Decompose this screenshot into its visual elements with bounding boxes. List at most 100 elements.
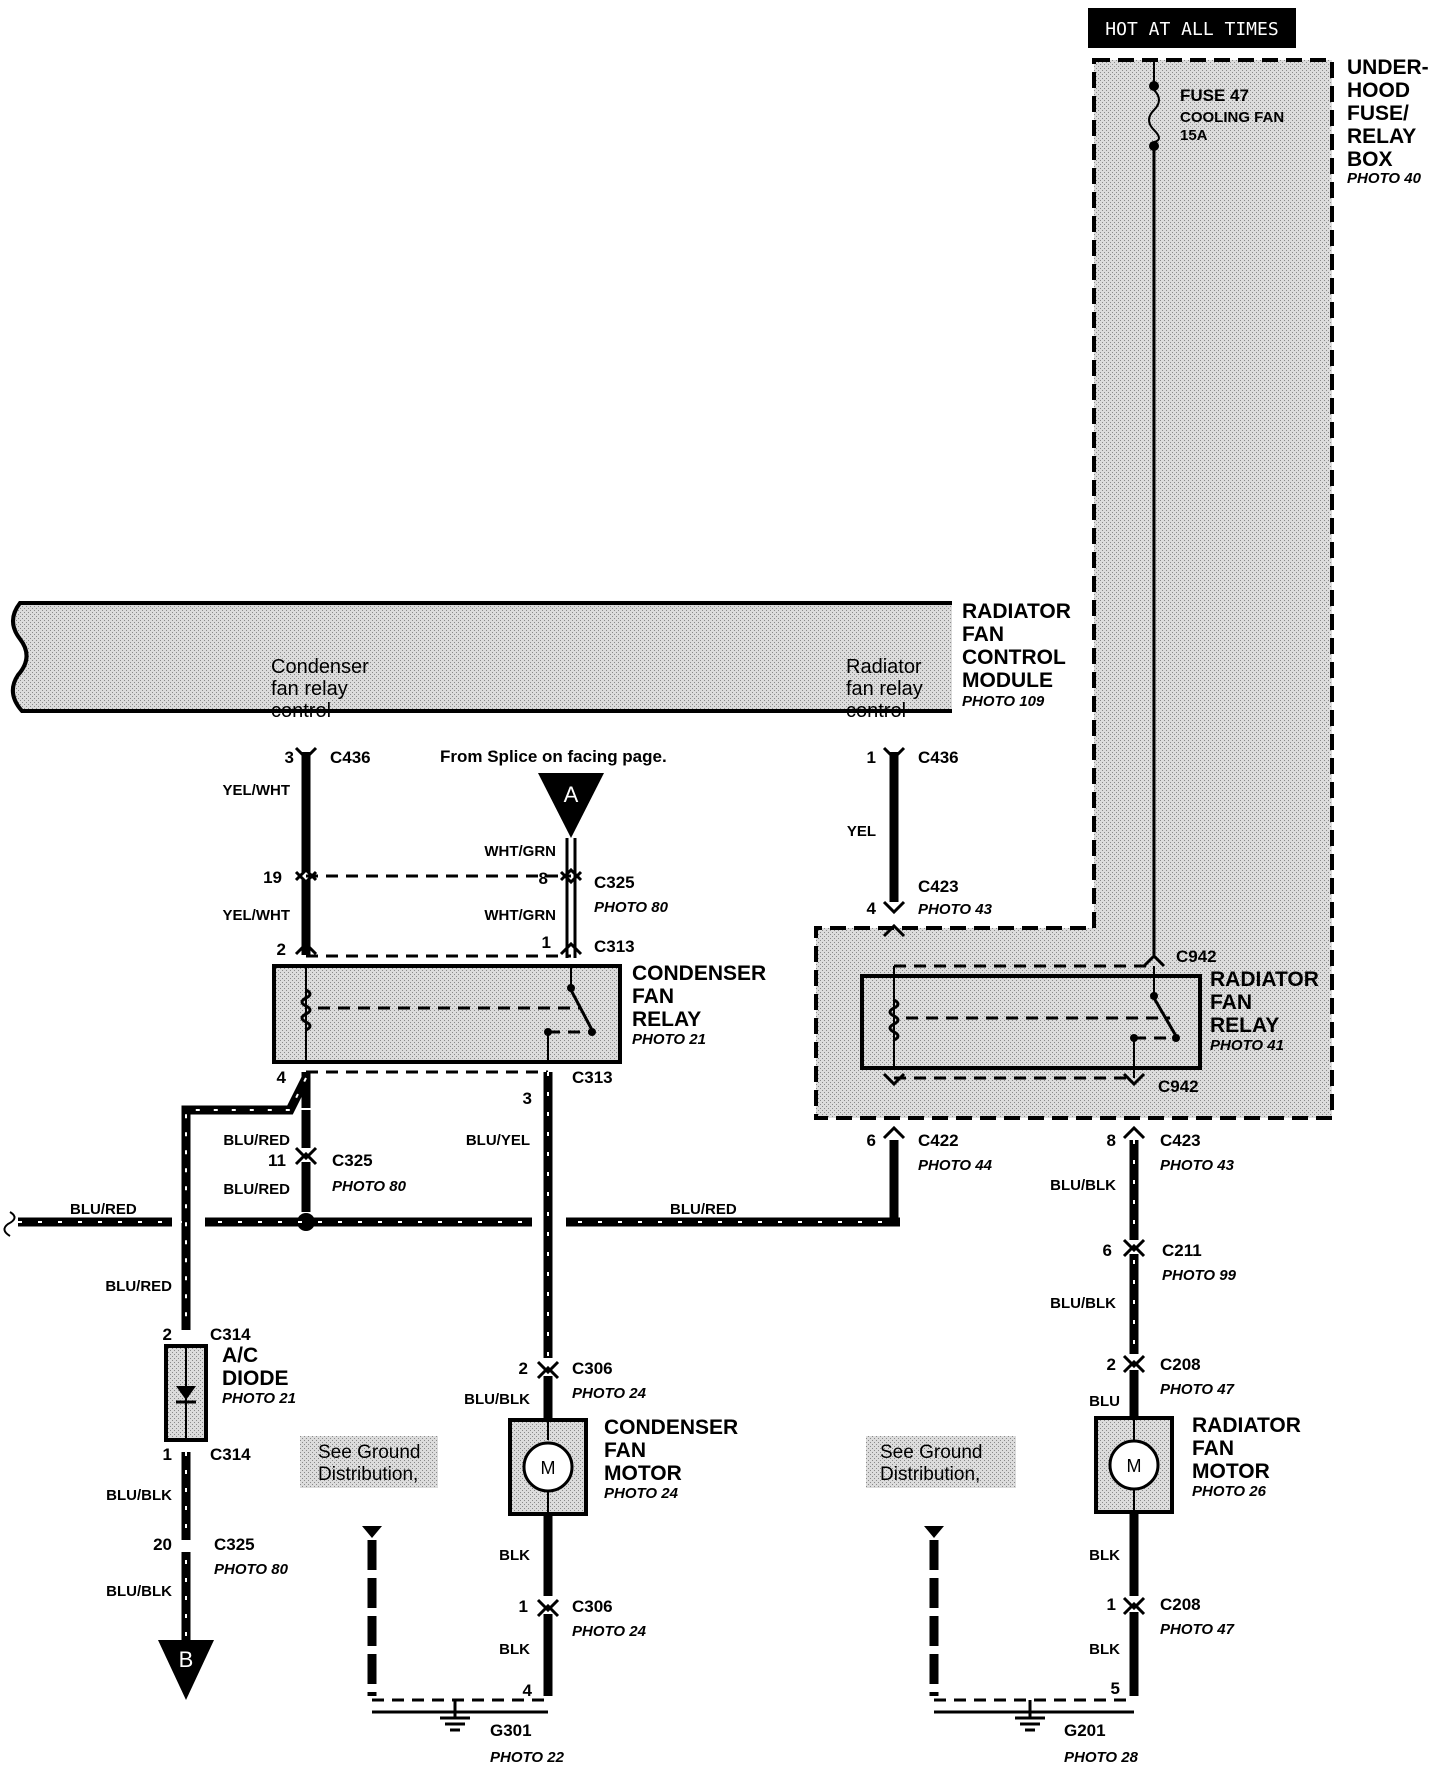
fuse-47-name: FUSE 47	[1180, 86, 1249, 105]
wire-label-yel: YEL	[847, 823, 876, 840]
c423-top-pin: 4	[867, 899, 877, 918]
c314-bot-name: C314	[210, 1445, 251, 1464]
hot-at-all-times-label: HOT AT ALL TIMES	[1088, 8, 1296, 48]
c306-top-photo: PHOTO 24	[572, 1385, 647, 1402]
ground-left-photo: PHOTO 22	[490, 1749, 565, 1766]
wire-blu-red-bus	[3, 1211, 900, 1237]
condenser-fan-relay	[272, 964, 622, 1064]
wire-label-blk-3: BLK	[1089, 1547, 1120, 1564]
c314-top-name: C314	[210, 1325, 251, 1344]
fuse-47-icon	[1148, 60, 1160, 151]
motor-symbol-icon: M	[522, 1420, 574, 1514]
ground-right-photo: PHOTO 28	[1064, 1749, 1139, 1766]
splice-a-marker: A	[538, 773, 604, 838]
c313-top-name: C313	[594, 937, 635, 956]
wire-label-blu-red-2: BLU/RED	[223, 1181, 290, 1198]
fuse-box-photo: PHOTO 40	[1347, 170, 1422, 187]
c306-bot-photo: PHOTO 24	[572, 1623, 647, 1640]
ground-left-name: G301	[490, 1721, 532, 1740]
underhood-fuse-relay-box	[814, 58, 1334, 1120]
svg-text:HOT AT ALL TIMES: HOT AT ALL TIMES	[1105, 19, 1278, 40]
c208-bot-pin: 1	[1107, 1595, 1116, 1614]
c313-top-pin: 1	[542, 933, 551, 952]
ground-right-triangle-icon	[924, 1526, 944, 1538]
wire-label-blu-blk-1: BLU/BLK	[106, 1487, 172, 1504]
c325-bot-pin: 20	[153, 1535, 172, 1554]
c325-top-name: C325	[594, 873, 635, 892]
condenser-relay-title: CONDENSER FAN RELAY	[632, 962, 772, 1031]
ground-left-pin: 4	[523, 1681, 533, 1700]
wire-label-blu-blk-3: BLU/BLK	[464, 1391, 530, 1408]
ground-right-symbol-icon	[1015, 1700, 1045, 1732]
c208-top-connector	[1122, 1354, 1146, 1374]
c313-bot-pin: 3	[523, 1089, 532, 1108]
c423-bot-pin: 8	[1107, 1131, 1116, 1150]
wire-label-blu-red-4: BLU/RED	[670, 1201, 737, 1218]
c208-bot-photo: PHOTO 47	[1160, 1621, 1235, 1638]
wire-label-blu-blk-5: BLU/BLK	[1050, 1295, 1116, 1312]
svg-text:See Ground Distribution,: See Ground Distribution,	[318, 1442, 426, 1485]
c422-pin: 6	[867, 1131, 876, 1150]
connector-chevrons-left	[294, 746, 583, 956]
c208-bot-name: C208	[1160, 1595, 1201, 1614]
wire-label-yel-wht-2: YEL/WHT	[223, 907, 291, 924]
c325-mid-photo: PHOTO 80	[332, 1178, 407, 1195]
condenser-motor-title: CONDENSER FAN MOTOR	[604, 1416, 744, 1485]
radiator-relay-photo: PHOTO 41	[1210, 1037, 1284, 1054]
c306-bot-name: C306	[572, 1597, 613, 1616]
c314-top-pin: 2	[163, 1325, 172, 1344]
wire-label-wht-grn-1: WHT/GRN	[484, 843, 556, 860]
condenser-relay-photo: PHOTO 21	[632, 1031, 706, 1048]
c208-bot-connector	[1122, 1596, 1146, 1616]
c306-top-connector	[536, 1360, 560, 1380]
svg-text:M: M	[1127, 1456, 1142, 1476]
wire-label-blu-blk-4: BLU/BLK	[1050, 1177, 1116, 1194]
fuse-47-desc: COOLING FAN	[1180, 109, 1284, 126]
svg-text:See Ground Distribution,: See Ground Distribution,	[880, 1442, 988, 1485]
c436-right-pin: 1	[867, 748, 876, 767]
svg-text:A: A	[564, 782, 579, 807]
c208-top-name: C208	[1160, 1355, 1201, 1374]
c325-mid-connector	[294, 1146, 318, 1166]
c436-left-pin: 3	[285, 748, 294, 767]
radiator-relay-internals-icon	[888, 966, 1180, 1078]
c211-name: C211	[1162, 1241, 1202, 1260]
fuse-box-title: UNDER- HOOD FUSE/ RELAY BOX	[1347, 56, 1435, 171]
svg-text:B: B	[179, 1647, 194, 1672]
ground-note-left: See Ground Distribution,	[300, 1436, 438, 1488]
wire-label-blk-4: BLK	[1089, 1641, 1120, 1658]
c436-right-connector	[882, 746, 1166, 968]
c211-connector	[1122, 1238, 1146, 1258]
c942-bot-connector	[882, 1072, 1146, 1140]
c325-mid-name: C325	[332, 1151, 373, 1170]
c422-name: C422	[918, 1131, 959, 1150]
c942-bot-name: C942	[1158, 1077, 1199, 1096]
wire-blu-red-c422	[889, 1140, 900, 1227]
radiator-fan-relay	[860, 974, 1202, 1070]
c313-top-left-pin: 2	[277, 940, 286, 959]
c422-photo: PHOTO 44	[918, 1157, 993, 1174]
c423-bot-photo: PHOTO 43	[1160, 1157, 1235, 1174]
module-photo: PHOTO 109	[962, 693, 1045, 710]
splice-b-marker: B	[158, 1640, 214, 1700]
wire-label-blu-red-5: BLU/RED	[105, 1278, 172, 1295]
c423-top-photo: PHOTO 43	[918, 901, 993, 918]
c306-top-pin: 2	[519, 1359, 528, 1378]
c325-top-photo: PHOTO 80	[594, 899, 669, 916]
ground-note-right: See Ground Distribution,	[866, 1436, 1016, 1488]
c306-bot-connector	[536, 1598, 560, 1618]
radiator-motor-symbol-icon: M	[1108, 1418, 1160, 1512]
wire-label-blk-1: BLK	[499, 1547, 530, 1564]
condenser-ctrl-label: Condenser fan relay control	[271, 656, 374, 722]
c325-bot-photo: PHOTO 80	[214, 1561, 289, 1578]
c211-pin: 6	[1103, 1241, 1112, 1260]
ground-left-symbol-icon	[440, 1700, 470, 1732]
wire-label-blu-red-1: BLU/RED	[223, 1132, 290, 1149]
wire-blu-red-diode-stripe	[185, 1077, 307, 1330]
condenser-relay-internals-icon	[300, 966, 596, 1062]
module-title: RADIATOR FAN CONTROL MODULE	[962, 600, 1077, 692]
radiator-motor-title: RADIATOR FAN MOTOR	[1192, 1414, 1307, 1483]
svg-text:M: M	[541, 1458, 556, 1478]
radiator-fan-control-module	[10, 601, 952, 713]
